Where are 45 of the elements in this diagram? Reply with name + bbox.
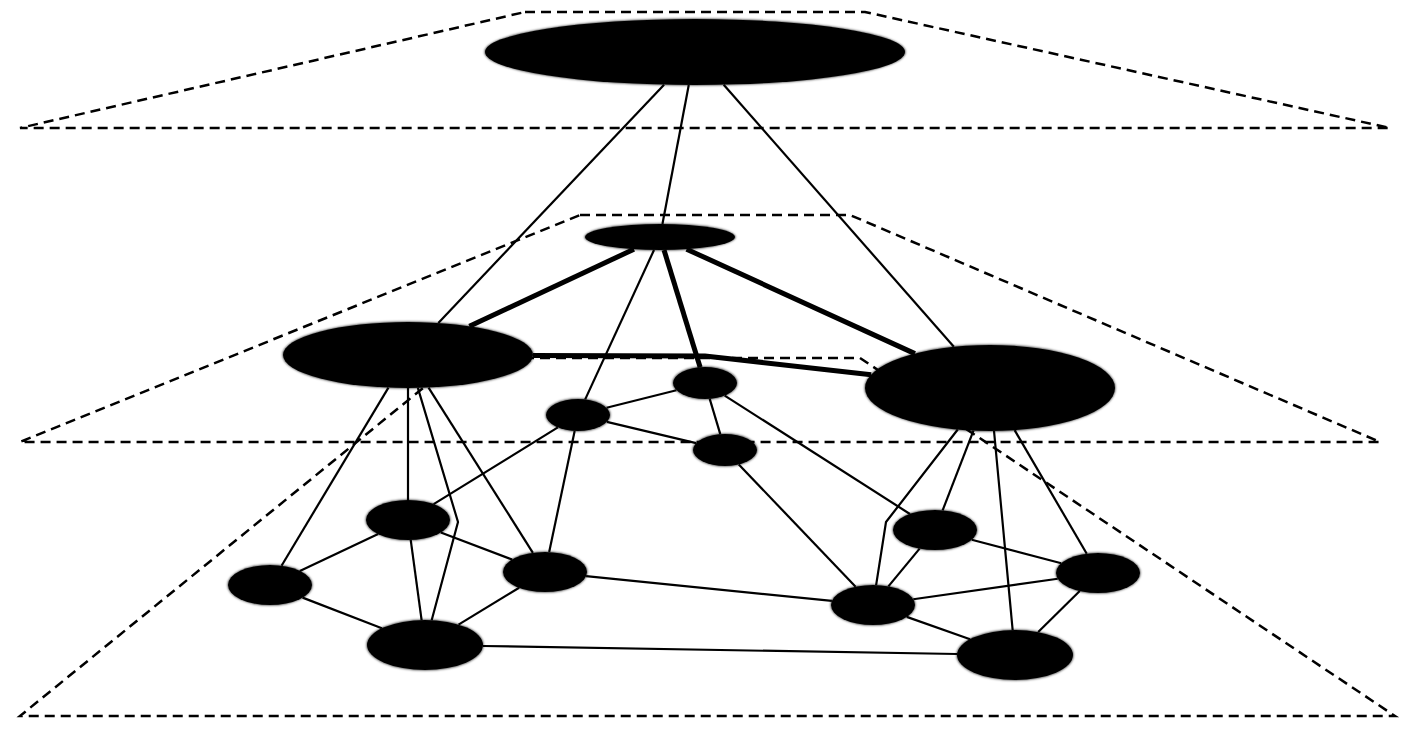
- connector-line: [409, 539, 423, 621]
- connector-line: [427, 386, 534, 554]
- connector-line: [437, 83, 665, 324]
- connector-line: [433, 426, 559, 506]
- ellipse-node: [546, 399, 610, 431]
- connector-line: [661, 84, 690, 225]
- connector-line: [724, 394, 911, 515]
- ellipse-node: [1056, 553, 1140, 593]
- connector-line: [913, 577, 1058, 601]
- connector-line: [457, 586, 520, 626]
- ellipse-node: [366, 500, 450, 540]
- connector-line: [299, 533, 379, 572]
- connector-line: [941, 430, 975, 511]
- ellipse-node: [957, 630, 1073, 680]
- connector-line: [482, 644, 958, 656]
- connector-line: [875, 428, 959, 586]
- connector-line: [406, 388, 410, 500]
- connector-line: [280, 387, 390, 567]
- connector-line: [533, 352, 872, 378]
- connector-line: [906, 615, 971, 641]
- ellipse-node: [831, 585, 915, 625]
- connector-line: [548, 430, 576, 553]
- connector-line: [606, 389, 677, 409]
- connector-line: [440, 531, 513, 561]
- connector-line: [992, 430, 1014, 631]
- connector-line: [708, 398, 722, 435]
- ellipse-node: [503, 552, 587, 592]
- ellipse-node: [673, 367, 737, 399]
- connector-line: [738, 463, 857, 588]
- ellipse-node: [228, 565, 312, 605]
- connector-line: [606, 420, 697, 445]
- connector-line: [971, 538, 1062, 565]
- ellipse-node: [367, 620, 483, 670]
- connector-line: [585, 575, 833, 602]
- ellipse-node: [585, 224, 735, 250]
- ellipse-node: [893, 510, 977, 550]
- connector-line: [661, 249, 703, 368]
- connector-line: [302, 596, 383, 630]
- connector-line: [1013, 429, 1088, 555]
- connector-line: [584, 249, 656, 400]
- connector-line: [1037, 590, 1081, 633]
- ellipse-node: [693, 434, 757, 466]
- connector-line: [722, 83, 955, 348]
- connector-line: [416, 387, 460, 621]
- connector-line: [887, 547, 921, 588]
